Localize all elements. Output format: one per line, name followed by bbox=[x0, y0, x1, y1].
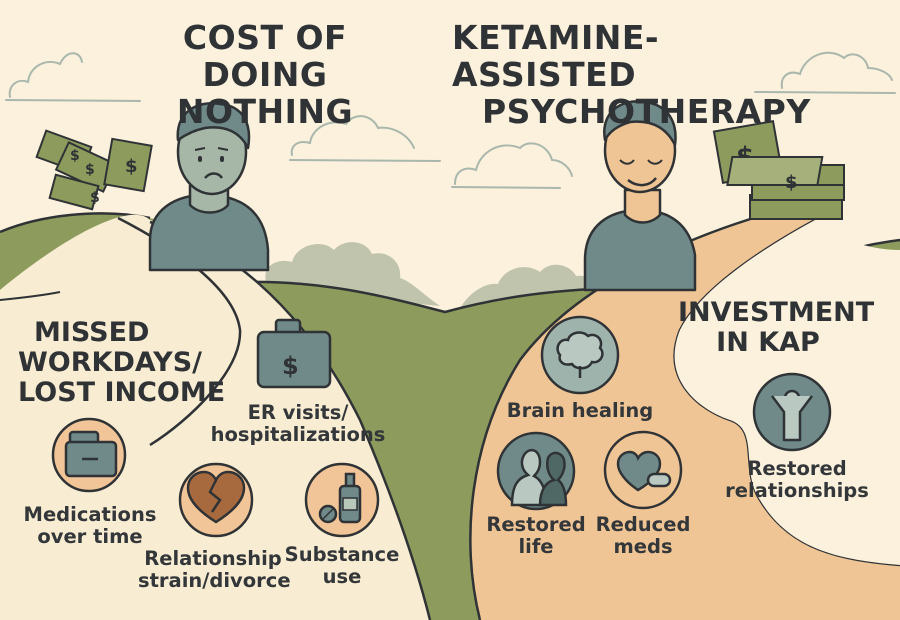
label-reduced-meds: Reduced meds bbox=[595, 513, 691, 558]
label-restored-life: Restored life bbox=[486, 513, 586, 558]
broken-heart-icon bbox=[178, 462, 254, 538]
right-title-line2: PSYCHOTHERAPY bbox=[482, 91, 811, 131]
svg-text:$: $ bbox=[125, 156, 138, 177]
right-title-line1: KETAMINE-ASSISTED bbox=[452, 18, 660, 94]
path-right bbox=[470, 205, 900, 620]
label-medications: Medications over time bbox=[23, 503, 157, 548]
sad-person-icon bbox=[148, 102, 270, 272]
person-arms-up-icon bbox=[752, 372, 832, 452]
right-title: KETAMINE-ASSISTED PSYCHOTHERAPY bbox=[452, 18, 811, 131]
left-section-heading: MISSED WORKDAYS/ LOST INCOME bbox=[18, 317, 226, 409]
svg-text:$: $ bbox=[282, 352, 299, 380]
label-er-visits: ER visits/ hospitalizations bbox=[210, 401, 386, 446]
left-title-line1: COST OF bbox=[182, 18, 348, 57]
left-title: COST OF DOING NOTHING bbox=[120, 18, 410, 131]
money-stack-icon: $ $ bbox=[712, 120, 845, 220]
cloud-icon bbox=[5, 52, 141, 102]
left-title-line2: DOING NOTHING bbox=[176, 54, 354, 131]
label-substance-use: Substance use bbox=[284, 543, 400, 588]
svg-text:$: $ bbox=[785, 172, 798, 193]
cloud-icon bbox=[289, 115, 441, 162]
label-restored-relationships: Restored relationships bbox=[725, 457, 869, 502]
cloud-icon bbox=[754, 51, 896, 94]
svg-text:$: $ bbox=[90, 190, 100, 206]
medical-kit-icon bbox=[51, 417, 127, 493]
flying-money-icon: $ $ $ $ bbox=[35, 129, 153, 211]
svg-text:$: $ bbox=[70, 148, 80, 164]
cloud-icon bbox=[451, 142, 573, 189]
right-section-heading: INVESTMENT IN KAP bbox=[678, 297, 875, 359]
label-relationship-strain: Relationship strain/divorce bbox=[138, 547, 291, 592]
money-bag-icon: $ bbox=[256, 318, 332, 389]
label-brain-healing: Brain healing bbox=[506, 399, 654, 422]
people-icon bbox=[496, 431, 576, 511]
brain-icon bbox=[540, 315, 620, 395]
heart-pill-icon bbox=[603, 430, 683, 510]
calm-person-icon bbox=[583, 100, 697, 292]
bottle-pill-icon bbox=[304, 462, 380, 538]
svg-text:$: $ bbox=[85, 162, 95, 178]
